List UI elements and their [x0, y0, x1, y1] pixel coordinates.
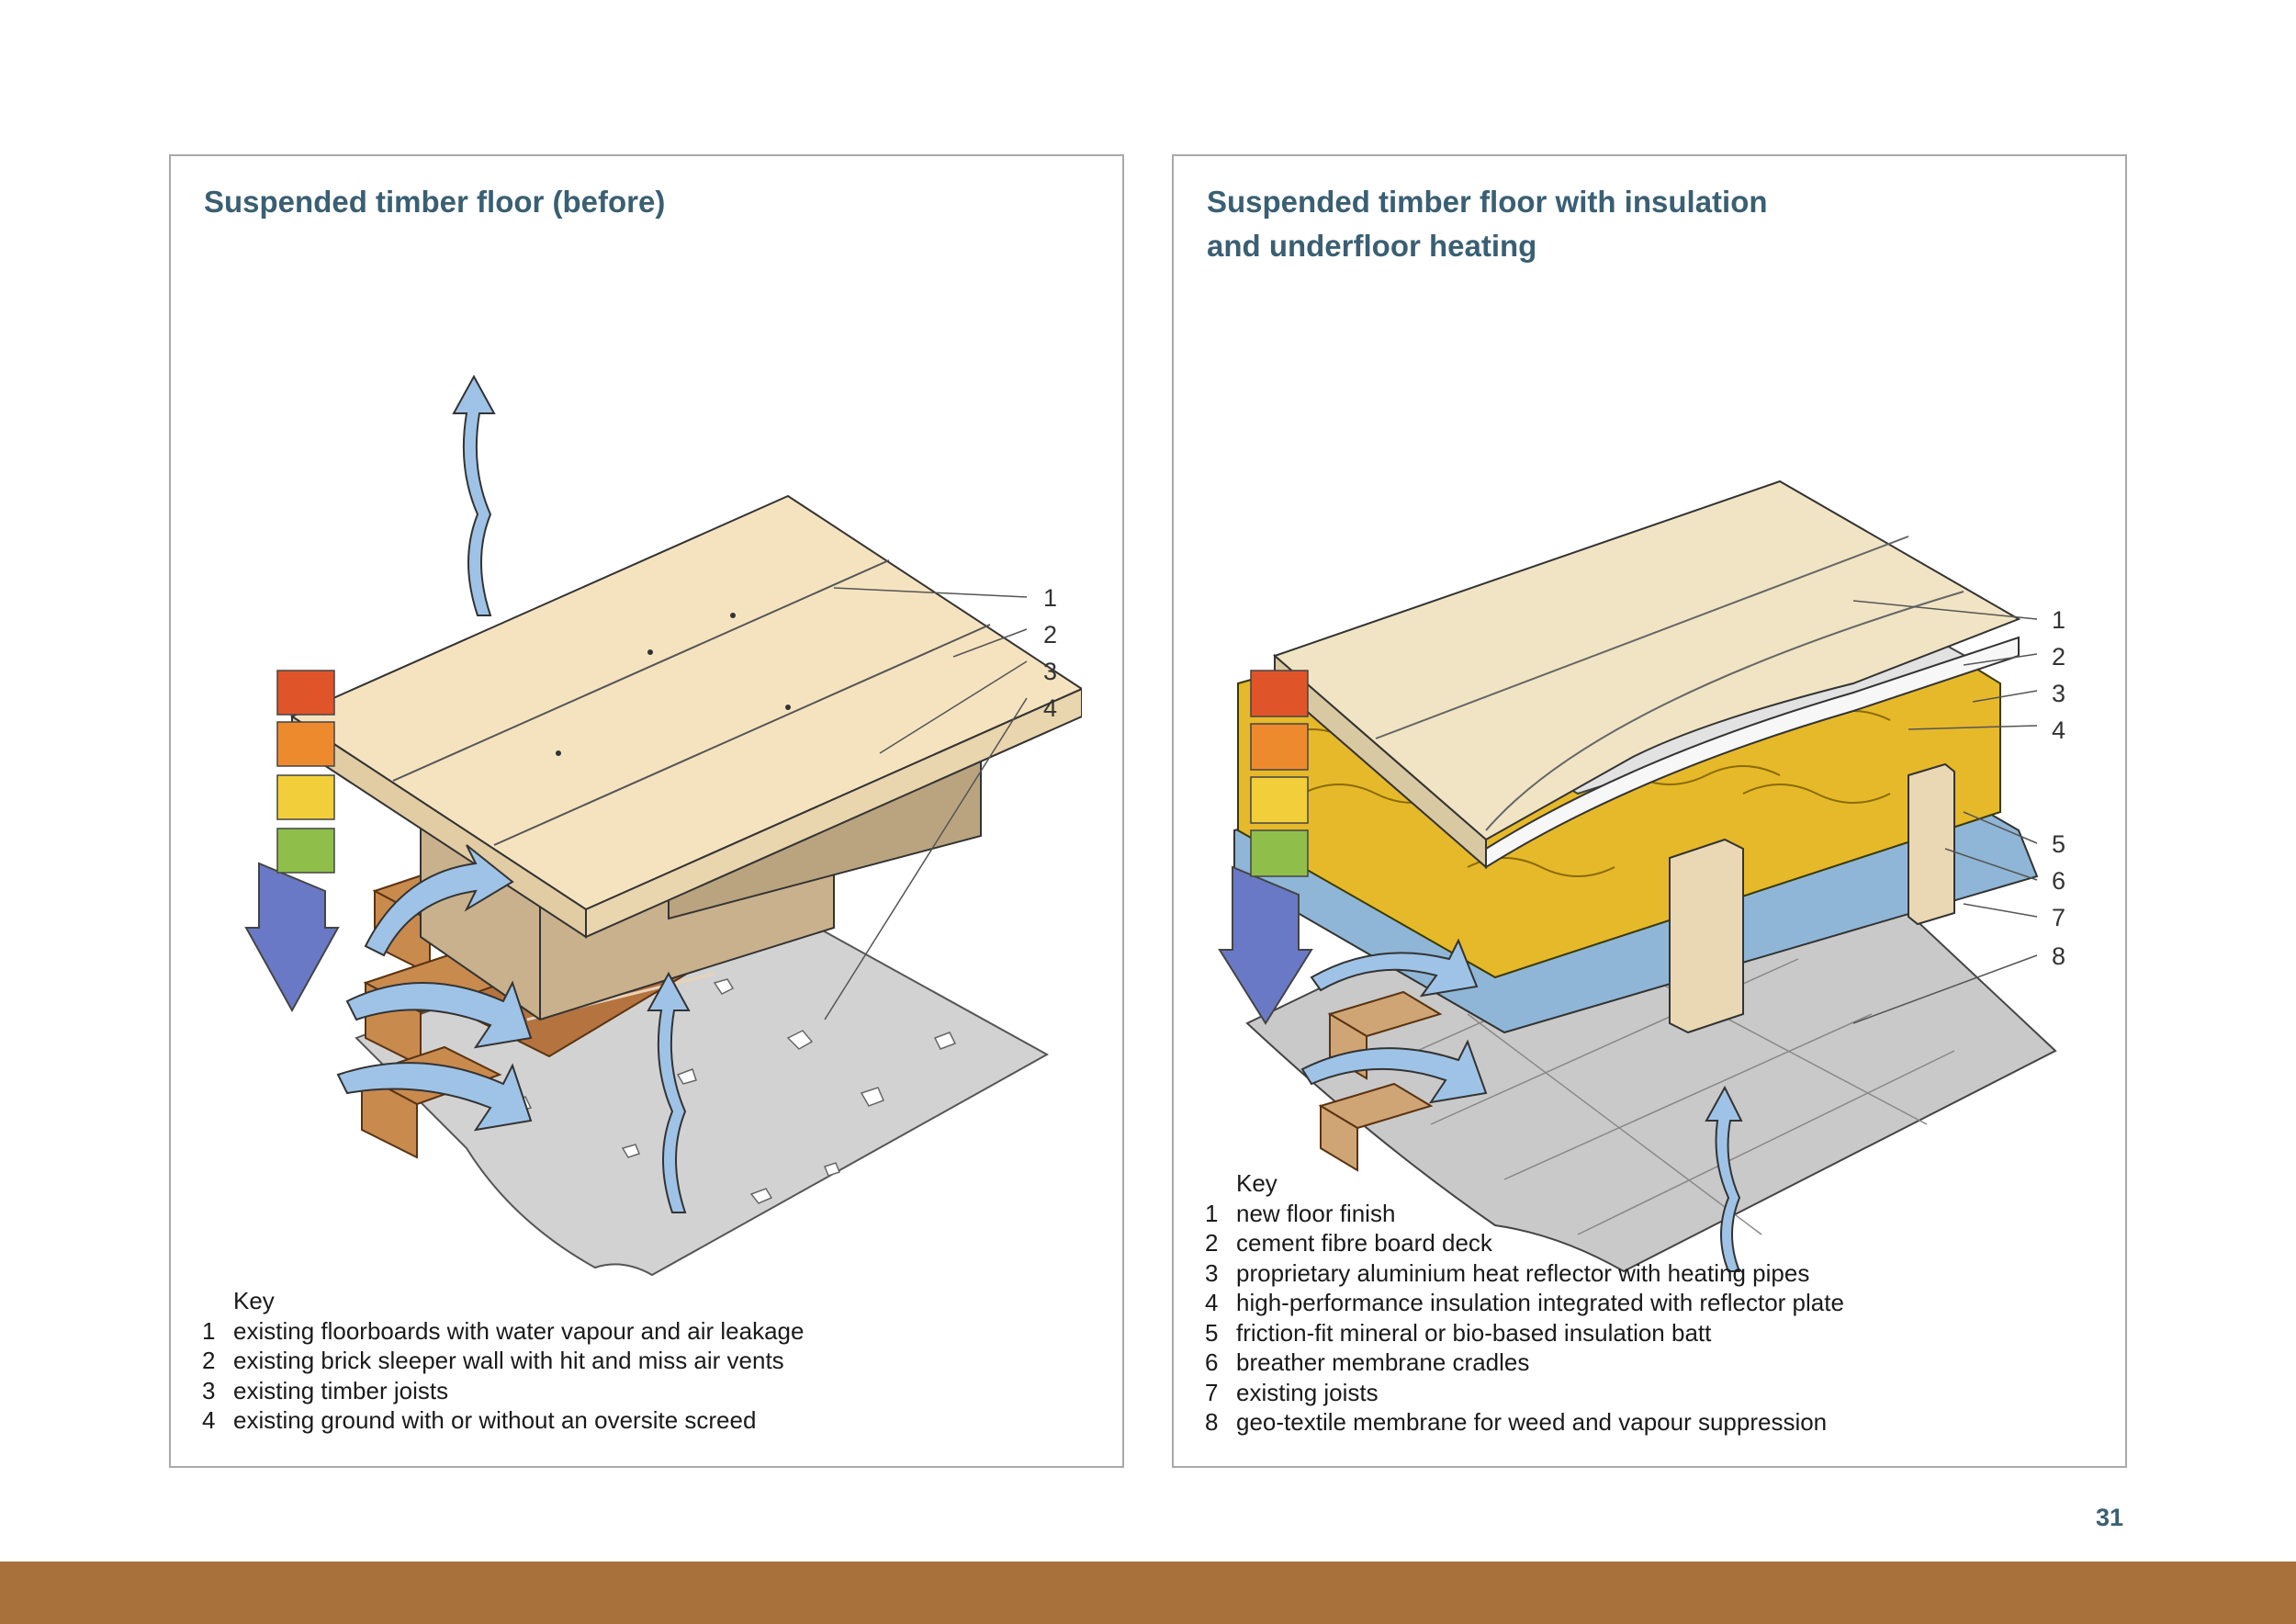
heat-scale — [276, 670, 335, 874]
illustration-timber-floor-before: 1 2 3 4 — [244, 374, 1082, 1277]
footer-band — [0, 1562, 2296, 1624]
callout-3: 3 — [1043, 658, 1057, 685]
callout-2: 2 — [2052, 643, 2065, 671]
heat-loss-arrow — [244, 862, 340, 1013]
callout-7: 7 — [2052, 904, 2065, 931]
illustration-timber-floor-insulated: 1 2 3 4 5 6 7 8 — [1218, 479, 2065, 1273]
callout-1: 1 — [2052, 606, 2065, 634]
title-line-1: Suspended timber floor with insulation — [1207, 185, 1768, 219]
panel-after: Suspended timber floor with insulation a… — [1172, 154, 2127, 1468]
panel-title: Suspended timber floor (before) — [204, 185, 666, 219]
heat-scale — [1250, 670, 1309, 877]
key-heading: Key — [1236, 1169, 1277, 1197]
callout-6: 6 — [2052, 867, 2065, 895]
vapour-arrow — [1705, 1085, 1743, 1272]
page-number: 31 — [2095, 1504, 2123, 1531]
callout-8: 8 — [2052, 942, 2065, 970]
callout-4: 4 — [1043, 694, 1057, 722]
callout-4: 4 — [2052, 716, 2065, 744]
heat-loss-arrow — [1218, 865, 1313, 1025]
existing-joist — [1669, 838, 1744, 1034]
callout-5: 5 — [2052, 830, 2065, 858]
key-heading: Key — [233, 1287, 275, 1314]
callout-2: 2 — [1043, 621, 1057, 648]
panel-before: Suspended timber floor (before) — [169, 154, 1124, 1468]
cement-board-deck — [1485, 636, 2020, 869]
vapour-arrow — [452, 374, 496, 616]
panel-title: Suspended timber floor with insulation a… — [1207, 180, 1850, 268]
title-line-2: and underfloor heating — [1207, 229, 1537, 263]
callout-3: 3 — [2052, 680, 2065, 707]
callout-1: 1 — [1043, 584, 1057, 612]
floor-finish — [1273, 479, 2021, 841]
floorboards — [289, 494, 1082, 911]
